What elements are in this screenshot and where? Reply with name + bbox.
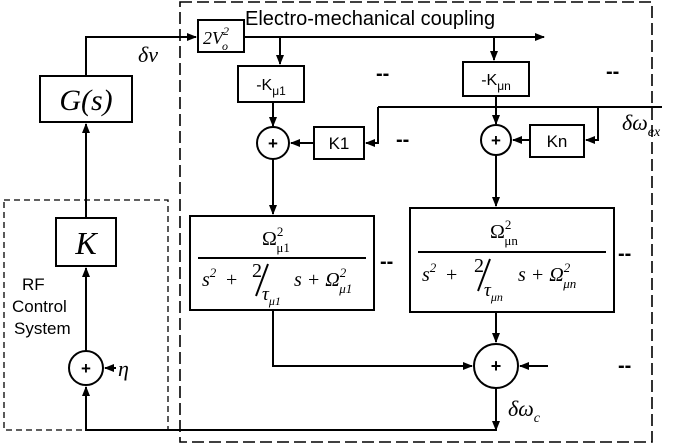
rf-label-line3: System: [14, 319, 71, 338]
wire-ex-to-k1: [365, 107, 379, 147]
sum-n-symbol: +: [491, 131, 501, 150]
electro-mechanical-coupling-region: [179, 1, 653, 443]
continuation-top-mid: --: [376, 63, 389, 85]
k-mun-block: [462, 61, 530, 97]
k-mun-label: -Kμn: [481, 72, 511, 93]
rf-label-line2: Control: [12, 297, 67, 316]
wire-feedback: [82, 386, 497, 431]
k1-label: K1: [329, 134, 350, 153]
dw-c-label: δωc: [508, 396, 541, 426]
tf1-den-slash: [255, 263, 269, 297]
sum-1-symbol: +: [268, 134, 278, 153]
kn-label: Kn: [547, 132, 568, 151]
transfer-function-n-block: [409, 207, 615, 313]
tfn-den-two: 2: [474, 255, 484, 277]
tfn-den-tau: τμn: [484, 280, 503, 304]
k-mu1-label: -Kμ1: [256, 77, 286, 98]
tfn-den-plus: +: [446, 264, 457, 286]
wire-tf1-to-output-sum: [272, 310, 473, 370]
continuation-row2-mid: --: [396, 129, 409, 151]
rf-sum-symbol: +: [81, 359, 91, 378]
transfer-function-1-block: [189, 215, 375, 311]
continuation-bottom-right: --: [618, 355, 631, 377]
tfn-den-s: s2: [422, 260, 437, 286]
tf1-den-plus: +: [226, 269, 237, 291]
tf1-den-tau: τμ1: [262, 284, 281, 308]
output-sum-symbol: +: [491, 356, 502, 376]
continuation-tf-mid: --: [380, 251, 393, 273]
eta-label: η: [118, 356, 129, 381]
g-s-label: G(s): [59, 84, 112, 117]
dv-label: δv: [138, 42, 158, 67]
region-title: Electro-mechanical coupling: [245, 8, 495, 30]
kn-block: [529, 124, 585, 158]
dw-ex-label: δωex: [622, 110, 661, 140]
k-gain-label: K: [74, 225, 98, 261]
tfn-den-slash: [477, 258, 491, 292]
wire-g-to-drive: [85, 33, 197, 76]
tf1-den-two: 2: [252, 260, 262, 282]
rf-label-line1: RF: [22, 275, 45, 294]
tf1-den-s: s2: [202, 265, 217, 291]
g-s-block: [39, 75, 133, 123]
continuation-top-right: --: [606, 61, 619, 83]
continuation-tf-right: --: [618, 243, 631, 265]
wire-ex-to-kn: [585, 107, 599, 144]
k-mu1-block: [237, 65, 305, 103]
